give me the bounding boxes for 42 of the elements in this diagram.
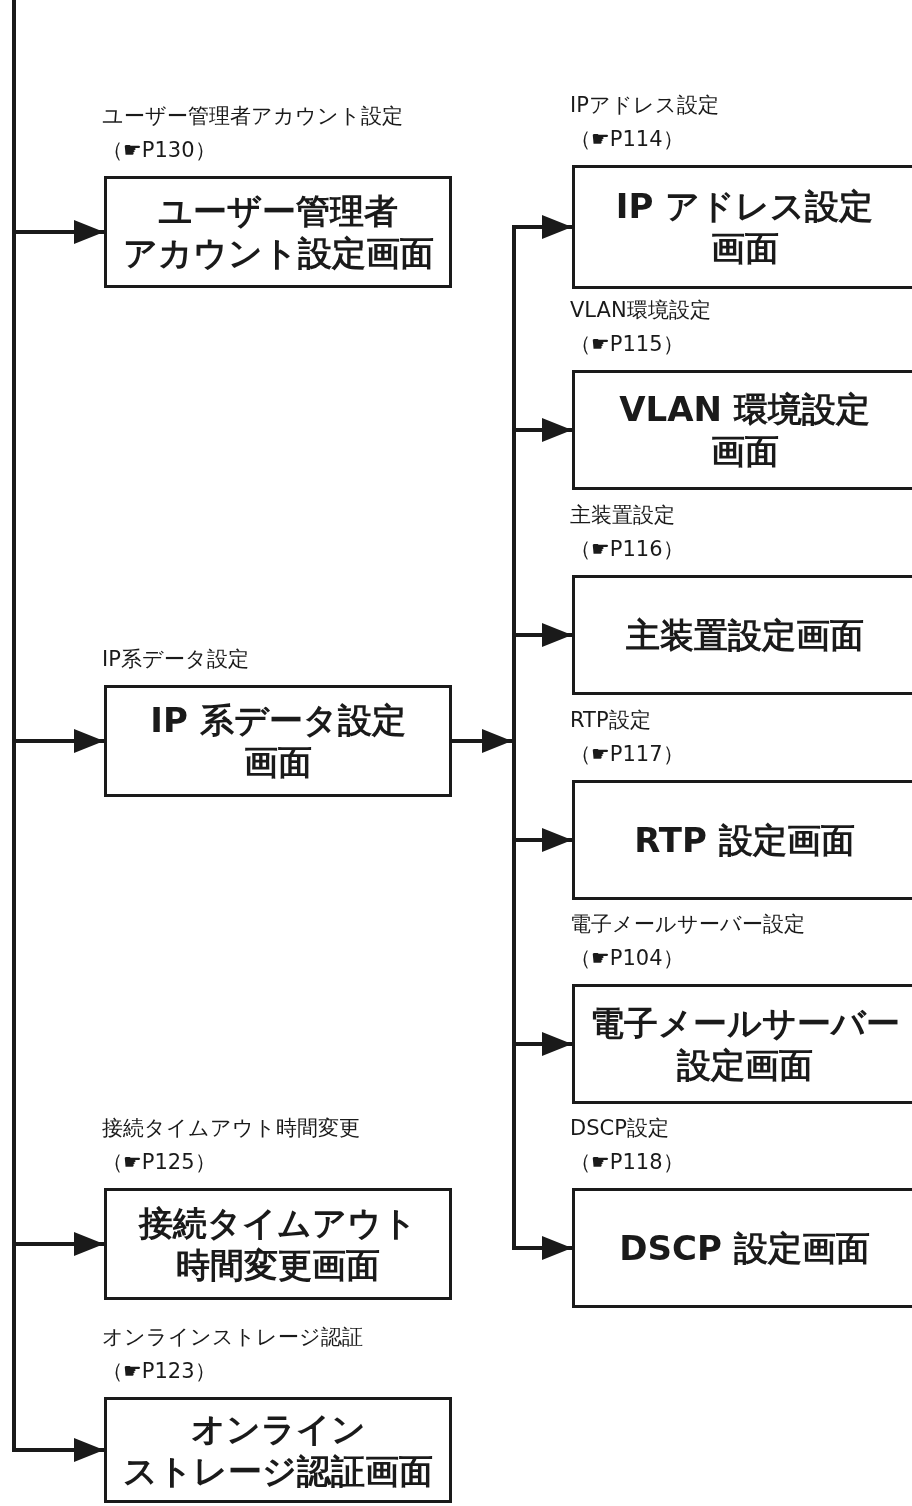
arrow <box>512 741 572 1260</box>
screen-title: DSCP 設定画面 <box>619 1226 870 1270</box>
screen-box <box>572 575 912 695</box>
screen-title: IP 系データ設定画面 <box>150 698 406 784</box>
page-reference: （☛P116） <box>570 536 684 563</box>
screen-box <box>104 1188 452 1300</box>
screen-box <box>572 1188 912 1308</box>
page-reference: （☛P118） <box>570 1149 684 1176</box>
screen-box <box>104 685 452 797</box>
screen-title: 電子メールサーバー設定画面 <box>589 1001 900 1087</box>
screen-title: IP アドレス設定画面 <box>615 184 874 270</box>
screen-title: 接続タイムアウト時間変更画面 <box>139 1201 417 1287</box>
screen-title: オンラインストレージ認証画面 <box>123 1407 433 1493</box>
node-label: 接続タイムアウト時間変更 <box>102 1115 360 1142</box>
node-label: ユーザー管理者アカウント設定 <box>102 103 403 130</box>
arrow <box>512 623 572 741</box>
screen-box <box>104 176 452 288</box>
page-reference: （☛P125） <box>102 1149 216 1176</box>
node-label: IP系データ設定 <box>102 646 249 673</box>
screen-title: ユーザー管理者アカウント設定画面 <box>122 189 434 275</box>
screen-box <box>572 165 912 289</box>
screen-title: VLAN 環境設定画面 <box>619 387 870 473</box>
screen-box <box>104 1397 452 1503</box>
node-label: RTP設定 <box>570 707 651 734</box>
node-label: IPアドレス設定 <box>570 92 719 119</box>
page-reference: （☛P117） <box>570 741 684 768</box>
screen-box <box>572 984 912 1104</box>
screen-box <box>572 780 912 900</box>
node-label: 電子メールサーバー設定 <box>570 911 805 938</box>
page-reference: （☛P115） <box>570 331 684 358</box>
screen-box <box>572 370 912 490</box>
arrow <box>452 729 512 753</box>
node-label: 主装置設定 <box>570 502 675 529</box>
node-label: DSCP設定 <box>570 1115 669 1142</box>
page-reference: （☛P123） <box>102 1358 216 1385</box>
page-reference: （☛P130） <box>102 137 216 164</box>
page-reference: （☛P114） <box>570 126 684 153</box>
node-label: VLAN環境設定 <box>570 297 711 324</box>
screen-title: 主装置設定画面 <box>625 613 864 657</box>
screen-title: RTP 設定画面 <box>634 818 855 862</box>
node-label: オンラインストレージ認証 <box>102 1324 363 1351</box>
page-reference: （☛P104） <box>570 945 684 972</box>
